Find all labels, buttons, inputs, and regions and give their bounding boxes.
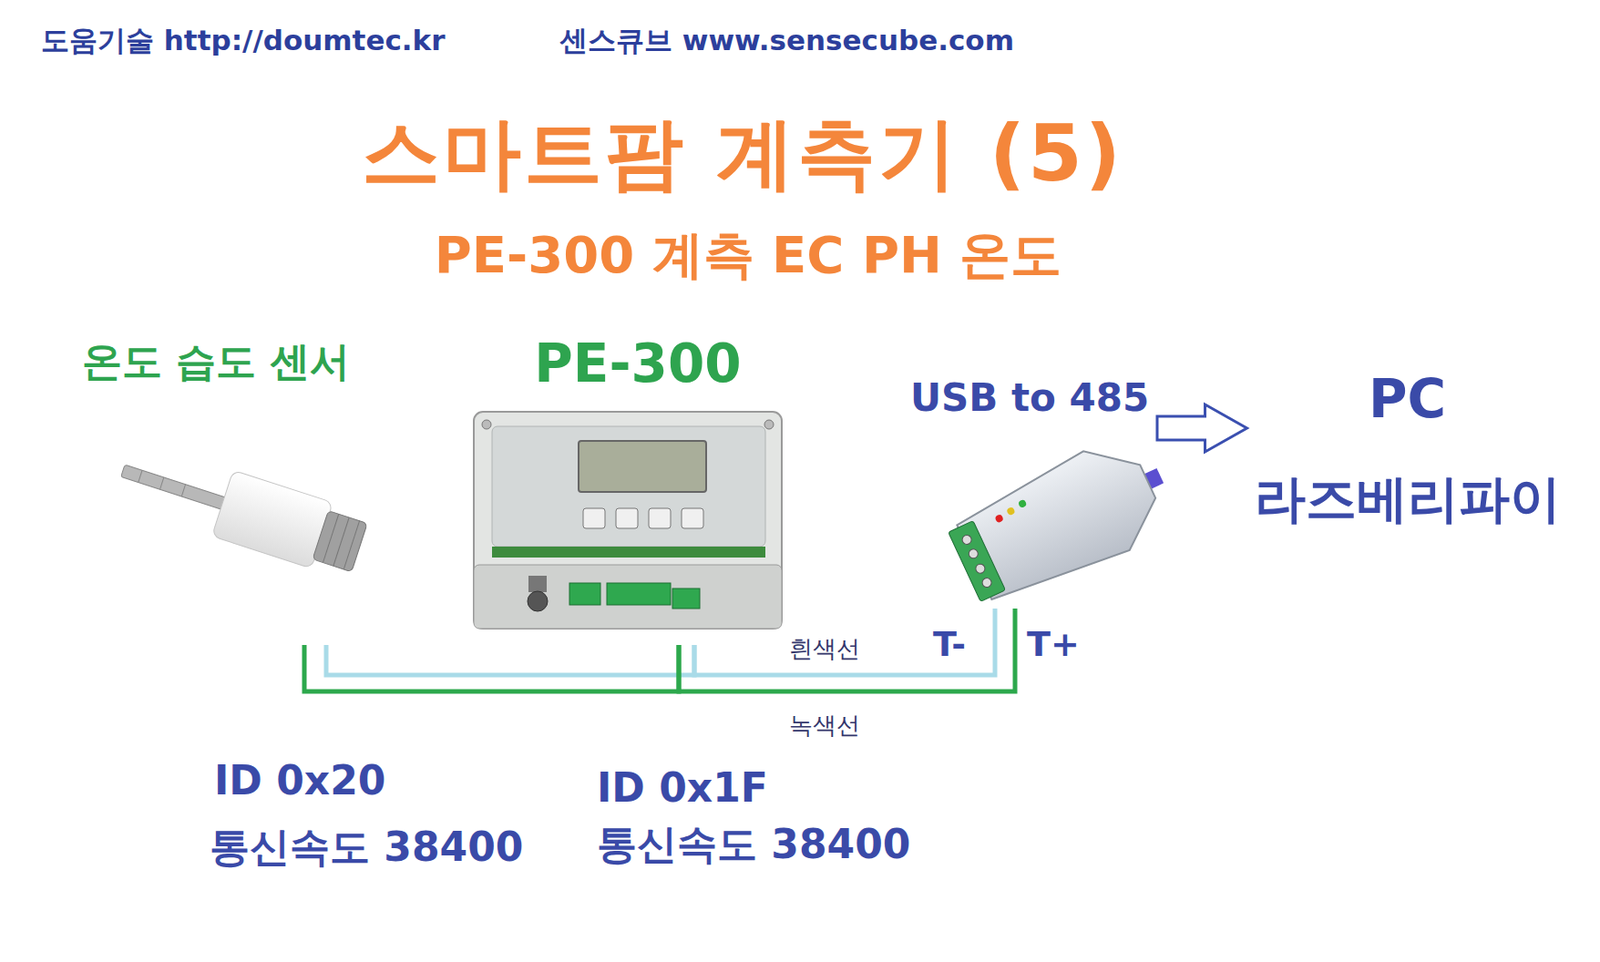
sensor-probe bbox=[112, 438, 370, 582]
probe-groove bbox=[138, 470, 143, 483]
site-link: 도움기술 http://doumtec.kr bbox=[41, 24, 446, 58]
usb-485-adapter bbox=[941, 426, 1184, 617]
adapter-body bbox=[951, 431, 1171, 613]
led bbox=[1005, 506, 1016, 517]
terminal-block bbox=[672, 588, 700, 609]
node-subheading: 라즈베리파이 bbox=[1254, 470, 1561, 529]
white-wire bbox=[694, 608, 995, 676]
rs485-bus bbox=[304, 645, 695, 692]
button bbox=[648, 508, 671, 529]
device-id: ID 0x20 bbox=[214, 758, 386, 805]
host-node: PC 라즈베리파이 bbox=[1247, 369, 1569, 533]
baud-rate: 통신속도 38400 bbox=[596, 821, 911, 869]
connector-thread bbox=[343, 521, 359, 570]
node-heading: USB to 485 bbox=[910, 376, 1149, 421]
site-link: 센스큐브 www.sensecube.com bbox=[559, 24, 1015, 58]
signal-name: T- bbox=[933, 625, 966, 666]
button bbox=[615, 508, 638, 529]
terminal-block bbox=[569, 583, 601, 606]
wire-label: 흰색선 bbox=[789, 635, 861, 664]
screw bbox=[482, 420, 492, 430]
screw bbox=[764, 420, 774, 430]
green-wire bbox=[678, 608, 1016, 692]
subtitle: PE-300 계측 EC PH 온도 bbox=[434, 225, 1063, 285]
adapter-terminal bbox=[948, 521, 1006, 603]
probe-rod bbox=[121, 464, 229, 511]
node-heading: PE-300 bbox=[533, 333, 741, 395]
arrow-outline bbox=[1157, 404, 1248, 452]
terminal-screw bbox=[967, 547, 980, 560]
diagram-title: 스마트팜 계측기 (5) bbox=[361, 108, 1124, 199]
terminal-screw bbox=[980, 576, 993, 589]
sensor-node: 온도 습도 센서 bbox=[65, 338, 367, 646]
baud-rate: 통신속도 38400 bbox=[209, 824, 524, 872]
hollow-arrow bbox=[1157, 404, 1248, 452]
bnc-connector bbox=[527, 591, 548, 612]
wire-label: 녹색선 bbox=[789, 712, 861, 740]
probe-groove bbox=[159, 477, 164, 490]
node-heading: 온도 습도 센서 bbox=[82, 338, 351, 386]
green-wire bbox=[304, 645, 679, 692]
bnc-body bbox=[528, 575, 547, 593]
probe-groove bbox=[181, 484, 185, 497]
led bbox=[994, 513, 1005, 524]
signal-name: T+ bbox=[1026, 625, 1080, 666]
device-id: ID 0x1F bbox=[596, 765, 769, 812]
device-front bbox=[473, 564, 782, 629]
terminal-screw bbox=[960, 533, 973, 546]
green-stripe bbox=[492, 546, 766, 558]
device-housing bbox=[473, 411, 782, 629]
terminal-screw bbox=[974, 563, 986, 575]
terminal-block bbox=[606, 583, 671, 606]
probe-connector bbox=[312, 511, 368, 573]
controller-node: PE-300 bbox=[469, 333, 807, 646]
adapter-node: USB to 485 bbox=[902, 376, 1158, 609]
device-panel bbox=[492, 426, 766, 547]
led bbox=[1017, 499, 1028, 510]
white-wire bbox=[326, 645, 695, 676]
button bbox=[681, 508, 704, 529]
pe300-device bbox=[473, 411, 782, 629]
lcd-screen bbox=[578, 441, 707, 493]
button bbox=[583, 508, 606, 529]
node-heading: PC bbox=[1368, 369, 1447, 431]
rs485-bus bbox=[678, 608, 1016, 692]
